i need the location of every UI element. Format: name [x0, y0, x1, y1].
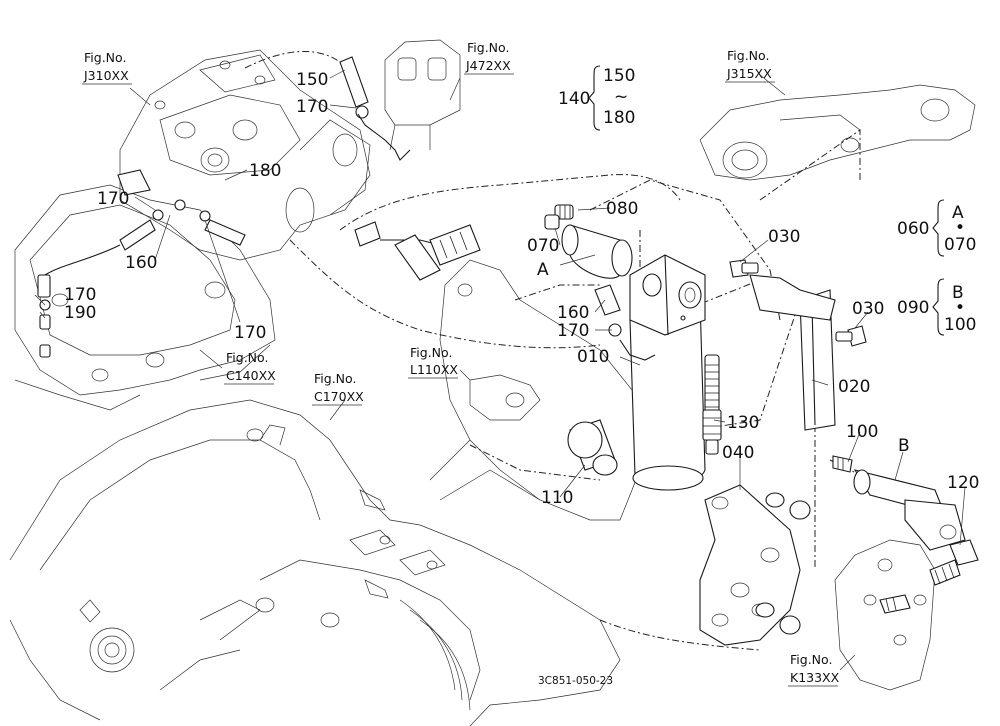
- svg-text:J472XX: J472XX: [465, 58, 511, 73]
- group-090: 090 B • 100: [897, 278, 976, 336]
- group-140-top: 150: [603, 66, 635, 86]
- figref-j310: Fig.No. J310XX: [82, 50, 132, 85]
- part-040-bracket: [699, 484, 811, 646]
- part-030-bolts: [729, 259, 867, 347]
- svg-text:J310XX: J310XX: [83, 68, 129, 83]
- svg-text:Fig.No.: Fig.No.: [790, 652, 832, 667]
- part-120-bolt: [879, 539, 979, 614]
- group-140-bottom: 180: [603, 108, 635, 128]
- svg-text:C170XX: C170XX: [314, 389, 364, 404]
- lift-arm-l110: [429, 259, 641, 521]
- callout-020: 020: [838, 377, 870, 397]
- callout-080: 080: [606, 199, 638, 219]
- svg-text:Fig.No.: Fig.No.: [727, 48, 769, 63]
- figref-j315: Fig.No. J315XX: [725, 48, 775, 83]
- svg-text:C140XX: C140XX: [226, 368, 276, 383]
- callout-030: 030: [852, 299, 884, 319]
- svg-text:Fig.No.: Fig.No.: [84, 50, 126, 65]
- svg-text:Fig.No.: Fig.No.: [410, 345, 452, 360]
- callout-070: 070: [527, 236, 559, 256]
- callout-130: 130: [727, 413, 759, 433]
- group-060-top: A: [952, 203, 964, 223]
- callout-170: 170: [234, 323, 266, 343]
- group-140-label: 140: [558, 89, 590, 109]
- group-060-bottom: 070: [944, 235, 976, 255]
- leader-lines: [34, 69, 966, 671]
- group-140-range: ~: [614, 87, 628, 107]
- figref-c170: Fig.No. C170XX: [312, 371, 364, 406]
- svg-text:J315XX: J315XX: [726, 66, 772, 81]
- callout-150: 150: [296, 70, 328, 90]
- callout-170: 170: [557, 321, 589, 341]
- figref-l110: Fig.No. L110XX: [408, 345, 458, 379]
- valve-housing-j310: [119, 49, 371, 261]
- callout-190: 190: [64, 303, 96, 323]
- part-110-bushing: [567, 419, 618, 476]
- callout-100: 100: [846, 422, 878, 442]
- housing-c140: [14, 184, 276, 411]
- callout-120: 120: [947, 473, 979, 493]
- callout-010: 010: [577, 347, 609, 367]
- group-090-bottom: 100: [944, 315, 976, 335]
- group-060: 060 A • 070: [897, 199, 976, 257]
- bracket-k133: [834, 539, 936, 691]
- bracket-j472: [384, 39, 461, 151]
- callout-170: 170: [97, 189, 129, 209]
- svg-text:Fig.No.: Fig.No.: [467, 40, 509, 55]
- svg-text:K133XX: K133XX: [790, 670, 840, 685]
- svg-text:L110XX: L110XX: [410, 362, 458, 377]
- group-140: 140 150 ~ 180: [558, 65, 635, 131]
- group-060-label: 060: [897, 219, 929, 239]
- svg-text:Fig.No.: Fig.No.: [226, 350, 268, 365]
- group-090-dot: •: [955, 298, 965, 318]
- part-090-pin-b: [832, 455, 966, 551]
- callout-b: B: [898, 436, 910, 456]
- part-060-pin-a: [544, 204, 633, 279]
- callout-170: 170: [64, 285, 96, 305]
- figref-k133: Fig.No. K133XX: [788, 652, 840, 687]
- group-060-dot: •: [955, 218, 965, 238]
- callout-a: A: [537, 260, 549, 280]
- callout-180: 180: [249, 161, 281, 181]
- figref-j472: Fig.No. J472XX: [464, 40, 514, 75]
- callout-110: 110: [541, 488, 573, 508]
- callout-170: 170: [296, 97, 328, 117]
- group-090-top: B: [952, 283, 964, 303]
- callout-030: 030: [768, 227, 800, 247]
- part-010-lift-cylinder: [629, 254, 706, 491]
- transmission-case-c170: [9, 399, 621, 726]
- svg-text:Fig.No.: Fig.No.: [314, 371, 356, 386]
- part-140-hose-kit: [37, 56, 656, 361]
- catalog-number: 3C851-050-23: [538, 675, 613, 687]
- lift-arm-j315: [699, 84, 976, 181]
- callout-040: 040: [722, 443, 754, 463]
- callout-160: 160: [125, 253, 157, 273]
- part-130-fitting: [702, 354, 722, 455]
- callout-160: 160: [557, 303, 589, 323]
- group-090-label: 090: [897, 298, 929, 318]
- part-020-plate: [749, 274, 836, 431]
- figref-c140: Fig.No. C140XX: [224, 350, 276, 385]
